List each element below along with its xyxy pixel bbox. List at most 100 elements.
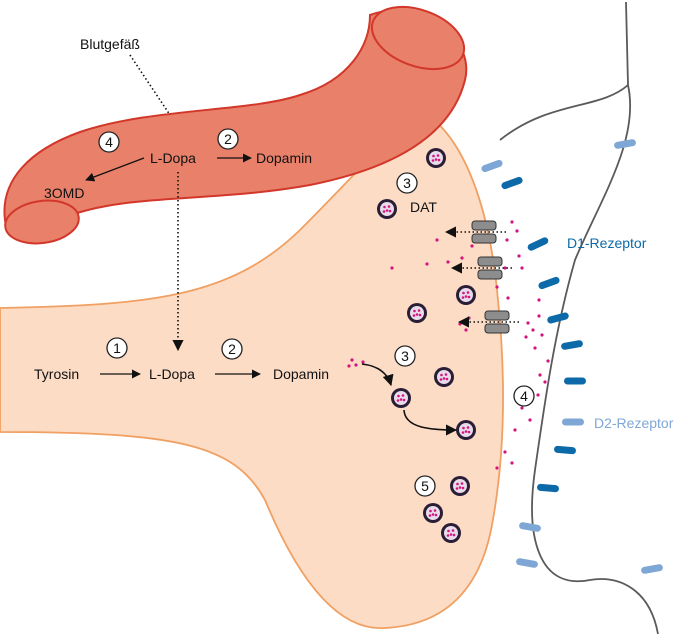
step-1-neuron: 1 (106, 337, 128, 359)
vesicle (450, 476, 470, 496)
svg-text:2: 2 (224, 131, 232, 147)
dopamine-molecule (350, 358, 354, 362)
dopamine-molecule (520, 406, 524, 410)
vesicle (441, 523, 461, 543)
dopamine-molecule (528, 418, 532, 422)
dat-transporter (457, 310, 519, 334)
vesicle (456, 420, 476, 440)
dopamine-molecule (464, 328, 468, 332)
vesicle (456, 285, 476, 305)
d1-receptor (527, 237, 549, 251)
svg-text:4: 4 (520, 388, 528, 404)
svg-text:1: 1 (113, 340, 121, 356)
dopamine-molecule (537, 314, 541, 318)
blood-vessel-label: Blutgefäß (80, 36, 140, 52)
dat-label: DAT (410, 199, 437, 215)
dopamine-molecule (390, 266, 394, 270)
d1-receptor (547, 312, 569, 324)
d1-receptor (561, 340, 583, 350)
dopamine-molecule (503, 266, 507, 270)
vesicle (434, 367, 454, 387)
svg-text:3: 3 (403, 175, 411, 191)
step-4-receptor: 4 (513, 385, 535, 407)
d2-receptor (481, 159, 503, 173)
vesicle (423, 503, 443, 523)
receptors (481, 139, 663, 574)
svg-text:4: 4 (105, 134, 113, 150)
step-5-release: 5 (414, 475, 436, 497)
tyrosin-label: Tyrosin (34, 366, 79, 382)
d1-receptor (554, 445, 576, 455)
dopamine-molecule (347, 364, 351, 368)
dopamine-molecule (425, 262, 429, 266)
dopamine-molecule (537, 298, 541, 302)
dopamine-molecule (495, 466, 499, 470)
d2-receptor (614, 139, 636, 149)
dopamine-molecule (531, 328, 535, 332)
dopamine-molecule (361, 360, 365, 364)
step-4-vessel: 4 (98, 131, 120, 153)
d2-receptor (516, 558, 538, 568)
presynaptic-neuron (0, 108, 504, 629)
vesicle (426, 148, 446, 168)
dopamine-molecule (520, 266, 524, 270)
dopamine-molecule (524, 335, 528, 339)
d2-receptor-label: D2-Rezeptor (594, 415, 674, 431)
dopamin-neuron-label: Dopamin (273, 366, 329, 382)
dat-transporters (444, 220, 519, 334)
dopamine-molecule (505, 238, 509, 242)
free-dopamine (347, 220, 550, 470)
dopamine-molecule (543, 380, 547, 384)
dat-transporter (450, 256, 512, 280)
dopamine-molecule (510, 461, 514, 465)
d2-receptor (641, 564, 663, 574)
dopamine-molecule (354, 363, 358, 367)
blood-vessel (3, 5, 468, 245)
dopamine-molecule (458, 322, 462, 326)
arrow-ldopa-to-3omd (85, 157, 145, 182)
dopamine-molecule (470, 244, 474, 248)
step-2-neuron: 2 (221, 338, 243, 360)
dopamine-molecule (460, 256, 464, 260)
dopamine-molecule (503, 450, 507, 454)
dopamine-molecule (526, 321, 530, 325)
arrow-dopamin-into-vesicle (361, 363, 394, 387)
vesicles (377, 148, 476, 543)
svg-text:2: 2 (228, 341, 236, 357)
dopamine-molecule (517, 254, 521, 258)
d1-receptor (564, 377, 586, 385)
dopamine-molecule (510, 220, 514, 224)
d1-receptor-label: D1-Rezeptor (567, 235, 647, 251)
vesicle (391, 388, 411, 408)
vesicle (407, 303, 427, 323)
d1-receptor (537, 483, 559, 493)
svg-text:5: 5 (421, 478, 429, 494)
dopamine-molecule (506, 296, 510, 300)
step-3-vesicle: 3 (394, 345, 416, 367)
dopamine-molecule (495, 285, 499, 289)
vessel-label-leader (129, 54, 171, 116)
d1-receptor (501, 176, 523, 190)
dopamine-molecule (513, 428, 517, 432)
dopamine-molecule (538, 373, 542, 377)
3omd-label: 3OMD (44, 185, 84, 201)
dopamine-molecule (540, 333, 544, 337)
dopamine-molecule (515, 229, 519, 233)
ldopa-neuron-label: L-Dopa (149, 366, 195, 382)
dat-transporter (444, 220, 506, 244)
arrow-vesicle-transport (403, 409, 458, 436)
ldopa-vessel-label: L-Dopa (150, 150, 196, 166)
svg-text:3: 3 (401, 348, 409, 364)
d2-receptor (519, 522, 541, 532)
dopamine-molecule (536, 393, 540, 397)
dopamin-vessel-label: Dopamin (256, 150, 312, 166)
step-3-dat: 3 (396, 172, 418, 194)
postsynaptic-membrane (499, 83, 659, 634)
dopamine-molecule (533, 346, 537, 350)
dopamine-molecule (435, 238, 439, 242)
d2-receptor (562, 418, 584, 426)
step-2-vessel: 2 (217, 128, 239, 150)
dopamine-molecule (467, 316, 471, 320)
vesicle (377, 199, 397, 219)
